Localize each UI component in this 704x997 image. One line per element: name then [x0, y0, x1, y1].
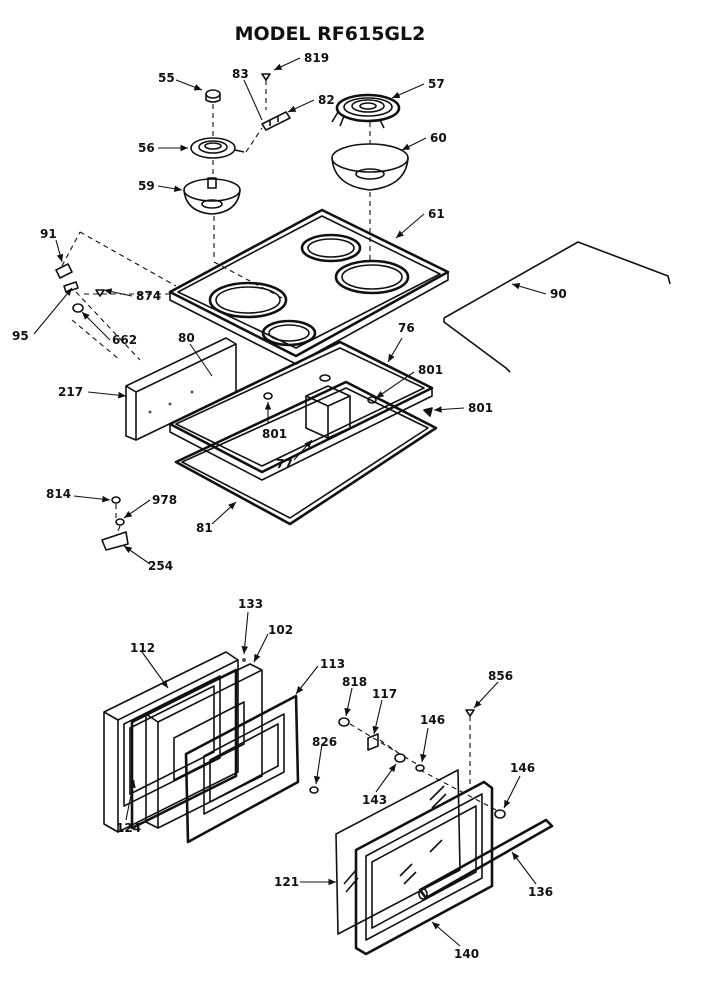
leader-lines: [33, 57, 547, 947]
label-801-a: 801: [418, 363, 443, 377]
part-121-glass: [335, 769, 461, 935]
label-801-c: 801: [468, 401, 493, 415]
part-113-door-panel: [184, 694, 300, 844]
label-874: 874: [136, 289, 161, 303]
label-55: 55: [158, 71, 175, 85]
label-133: 133: [238, 597, 263, 611]
label-124: 124: [116, 821, 141, 835]
label-102: 102: [268, 623, 293, 637]
part-140-door-frame: [354, 780, 494, 956]
label-61-top: 61: [428, 207, 445, 221]
part-76-frame: [168, 340, 434, 481]
label-113: 113: [320, 657, 345, 671]
label-826: 826: [312, 735, 337, 749]
label-81: 81: [196, 521, 213, 535]
label-59: 59: [138, 179, 155, 193]
label-82: 82: [318, 93, 335, 107]
label-76: 76: [398, 321, 415, 335]
label-146-a: 146: [420, 713, 445, 727]
label-83: 83: [232, 67, 249, 81]
part-91-hinge: [55, 263, 79, 293]
part-662-clip: [72, 303, 84, 313]
label-143: 143: [362, 793, 387, 807]
label-856: 856: [488, 669, 513, 683]
label-56: 56: [138, 141, 155, 155]
label-140: 140: [454, 947, 479, 961]
label-217: 217: [58, 385, 83, 399]
part-826-screw: [309, 786, 319, 794]
label-819: 819: [304, 51, 329, 65]
part-81-bottom-panel: [174, 380, 438, 526]
part-818-hardware: [338, 709, 506, 819]
label-978: 978: [152, 493, 177, 507]
part-56-switch: [190, 137, 245, 159]
label-254: 254: [148, 559, 173, 573]
label-136: 136: [528, 885, 553, 899]
part-874-screw: [95, 289, 105, 297]
label-91: 91: [40, 227, 57, 241]
model-title: MODEL RF615GL2: [235, 23, 426, 45]
part-90-rod: [443, 241, 671, 373]
label-814: 814: [46, 487, 71, 501]
label-117: 117: [372, 687, 397, 701]
part-59-drip-pan: [183, 177, 241, 215]
part-136-handle: [418, 818, 554, 900]
label-801-b: 801: [262, 427, 287, 441]
label-112: 112: [130, 641, 155, 655]
label-818: 818: [342, 675, 367, 689]
part-61-cooktop: [168, 208, 450, 365]
part-55-knob: [205, 89, 221, 103]
part-801-screws: [263, 392, 433, 417]
part-77-box: [305, 374, 351, 439]
label-57: 57: [428, 77, 445, 91]
label-77: 77: [276, 457, 293, 471]
label-662: 662: [112, 333, 137, 347]
part-102-inner-panel: [145, 658, 263, 829]
label-60: 60: [430, 131, 447, 145]
label-80: 80: [178, 331, 195, 345]
part-82-terminal-block: [261, 111, 291, 131]
part-819-screw: [261, 73, 271, 81]
part-217-side-trim: [125, 337, 237, 441]
part-254-bracket: [101, 496, 129, 551]
part-labels: 55 83 819 82 57 56 59 60 61 91 874 95 66…: [12, 51, 567, 961]
label-146-b: 146: [510, 761, 535, 775]
label-121: 121: [274, 875, 299, 889]
part-57-surface-element: [331, 93, 401, 129]
label-90: 90: [550, 287, 567, 301]
label-95: 95: [12, 329, 29, 343]
part-60-drip-pan: [331, 143, 409, 191]
